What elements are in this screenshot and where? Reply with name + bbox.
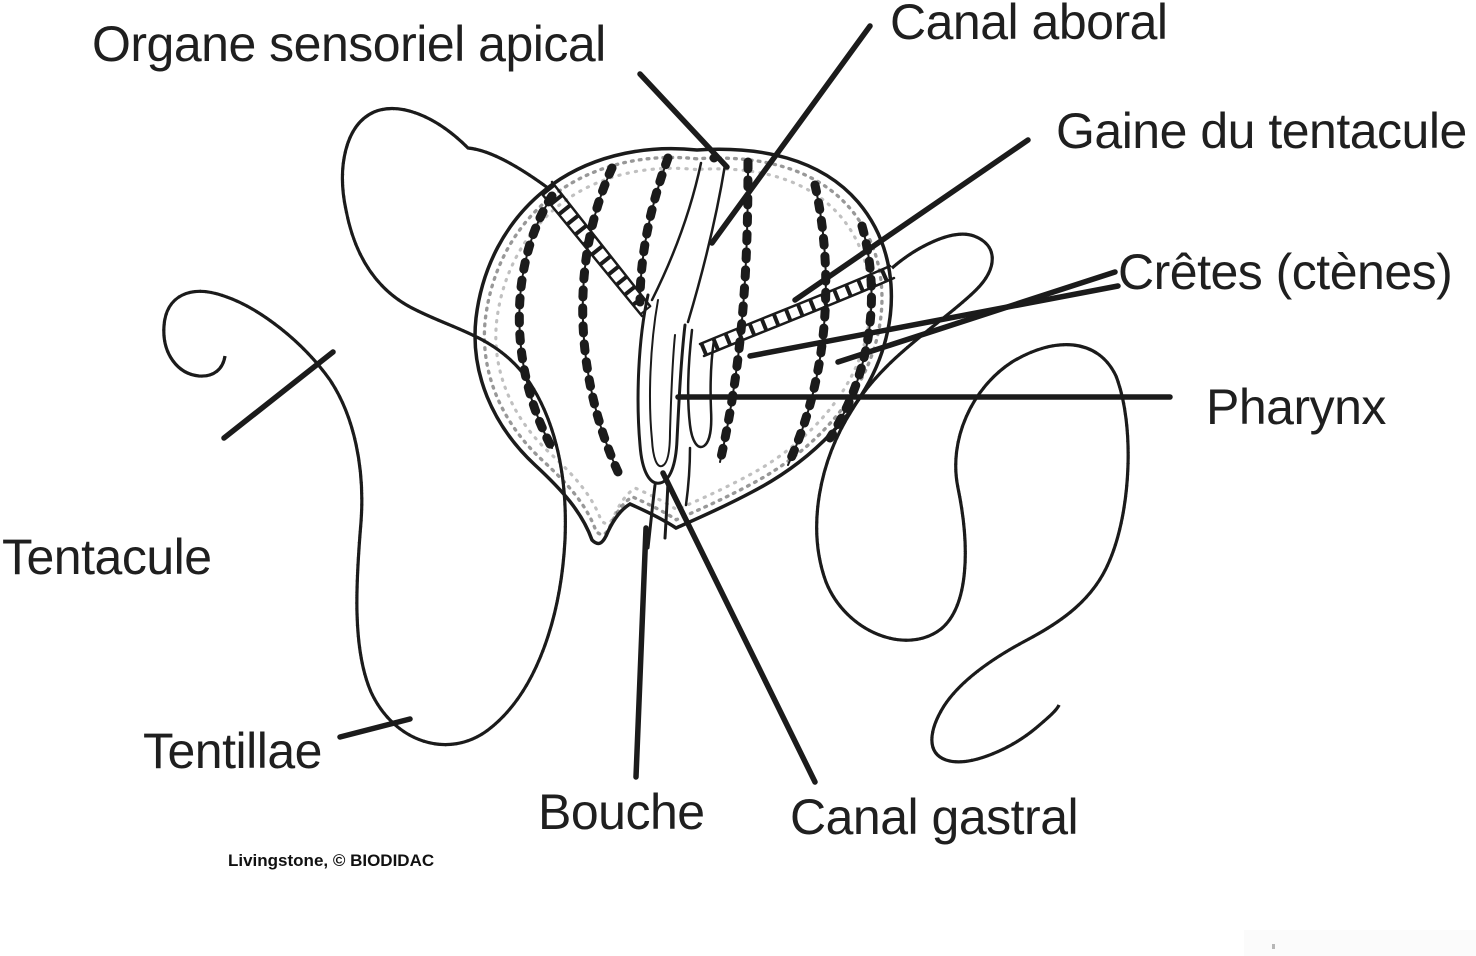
aboral-canal-wall [686,163,727,324]
label-tentacule: Tentacule [2,529,212,585]
label-organe-sensoriel-apical: Organe sensoriel apical [92,16,606,72]
sheath-rail [550,180,652,308]
comb-row-plates [715,157,753,467]
sheath-rail [698,264,892,346]
sheath-bands [541,183,652,316]
pharynx-inner-wall [649,299,676,468]
sheath-rail [702,276,896,358]
pharynx-outer-wall [636,293,687,485]
aboral-canal-wall [650,161,703,302]
gastral-canal [684,328,716,507]
leader-tentacule [221,349,336,441]
mouth [646,480,670,550]
scan-artifact-dot [1272,944,1275,949]
leader-cretes-2 [747,283,1121,359]
sheath-bands [699,265,895,357]
pharynx-structure [636,293,687,485]
scan-artifact [1244,930,1476,956]
leader-gaine-du-tentacule [792,137,1031,303]
label-canal-gastral: Canal gastral [790,789,1079,845]
sheath-rail [540,192,644,318]
label-cretes-ctenes: Crêtes (ctènes) [1118,244,1453,300]
leader-bouche [633,525,649,780]
leader-cretes-1 [835,269,1118,365]
leader-canal-aboral [709,23,873,246]
leader-lines [221,23,1173,785]
mouth-tube [646,483,657,550]
tentacle-left-fringe [164,109,566,745]
credit-line: Livingstone, © BIODIDAC [228,851,435,870]
leader-tentillae [337,716,413,740]
tentacles-group [164,109,1128,762]
leader-organe-sensoriel-apical [637,71,730,170]
label-pharynx: Pharynx [1206,379,1386,435]
leader-canal-gastral [660,470,818,785]
comb-row-plates [635,153,673,307]
gastral-canal-tip [684,446,692,507]
label-gaine-du-tentacule: Gaine du tentacule [1056,103,1467,159]
body-group [473,146,896,550]
mouth-tube [663,480,670,540]
label-tentillae: Tentillae [143,723,322,779]
comb-rows [514,153,876,477]
label-bouche: Bouche [538,784,705,840]
comb-row-plates [514,191,557,453]
tentacle-sheath-right [698,264,896,358]
comb-row-plates [783,180,831,470]
tentacle-left [162,107,567,747]
body-outline [473,146,893,546]
tentacle-sheath-left [540,180,652,318]
label-canal-aboral: Canal aboral [890,0,1168,50]
comb-row-plates [578,163,623,477]
comb-row [581,167,619,473]
gastral-canal-tube [687,328,716,449]
tentacle-left-fringe-fine [164,109,566,745]
